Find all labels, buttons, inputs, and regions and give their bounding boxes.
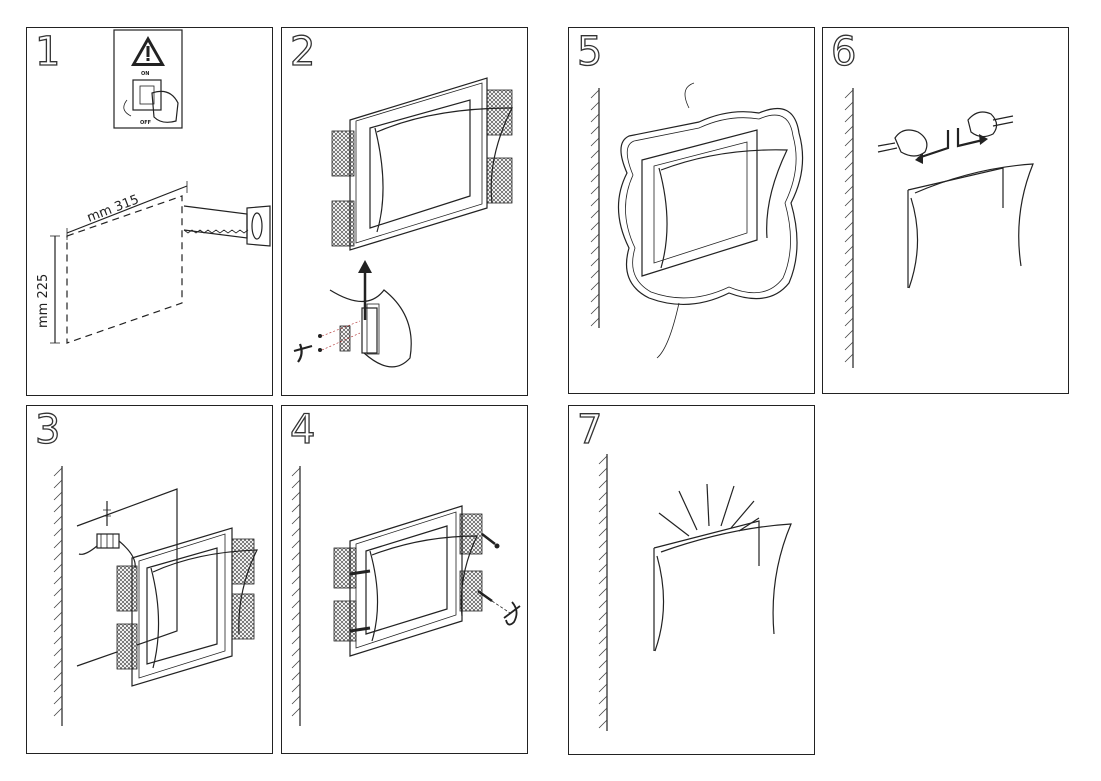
step-number: 6: [830, 29, 857, 75]
step-5-illustration: [590, 82, 804, 359]
step-number: 5: [576, 29, 603, 75]
cutout-outline: [66, 195, 183, 344]
step-6-panel: 6: [822, 27, 1069, 394]
step-4-panel: 4: [281, 405, 528, 754]
step-6-illustration: [844, 88, 1034, 368]
step-2-panel: 2: [281, 27, 528, 396]
screwdriver-icon: [293, 343, 313, 363]
step-number: 4: [289, 407, 316, 453]
step-1-panel: 1 ON OFF mm 315 mm 225: [26, 27, 273, 396]
width-dimension: mm 315: [85, 192, 141, 225]
step-number: 7: [576, 407, 603, 453]
recessed-frame: [349, 77, 488, 251]
step-3-panel: 3: [26, 405, 273, 754]
step-4-illustration: [291, 466, 521, 726]
step-7-illustration: [598, 454, 792, 731]
step-5-panel: 5: [568, 27, 815, 394]
step-1-illustration: ON OFF mm 315 mm 225: [36, 29, 271, 344]
hand-saw-icon: [183, 205, 271, 247]
light-rays: [658, 483, 760, 537]
warning-switch-off-icon: ON OFF: [113, 29, 183, 129]
step-3-illustration: [53, 466, 258, 726]
switch-on-label: ON: [141, 71, 149, 77]
switch-off-label: OFF: [140, 120, 151, 126]
step-2-illustration: [293, 77, 513, 368]
step-number: 3: [34, 407, 61, 453]
step-number: 2: [289, 29, 316, 75]
height-dimension: mm 225: [36, 274, 51, 328]
step-7-panel: 7: [568, 405, 815, 755]
step-number: 1: [34, 29, 61, 75]
screwdriver-icon: [503, 601, 521, 626]
